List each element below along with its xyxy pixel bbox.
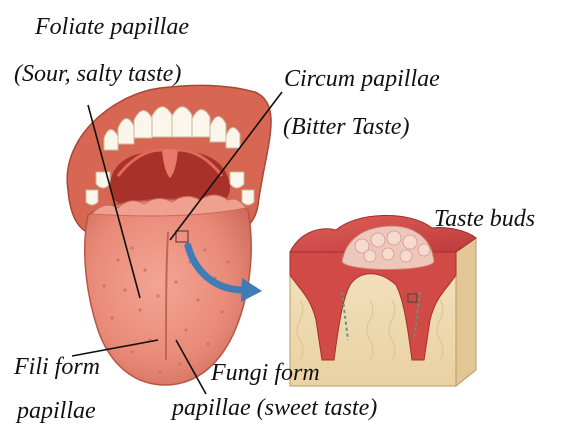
label-taste-buds: Taste buds <box>434 207 535 231</box>
label-fili-line2: papillae <box>17 399 96 423</box>
label-foliate-title: Foliate papillae <box>35 15 189 39</box>
label-fungi-line2: papillae (sweet taste) <box>172 396 377 420</box>
label-fili-line1: Fili form <box>14 355 100 379</box>
tongue <box>85 199 251 385</box>
label-circum-title: Circum papillae <box>284 67 440 91</box>
tongue-illustration <box>67 85 271 385</box>
label-fungi-line1: Fungi form <box>211 361 320 385</box>
tissue-side-face <box>456 238 476 386</box>
label-foliate-taste: (Sour, salty taste) <box>14 62 181 86</box>
label-circum-taste: (Bitter Taste) <box>283 115 409 139</box>
